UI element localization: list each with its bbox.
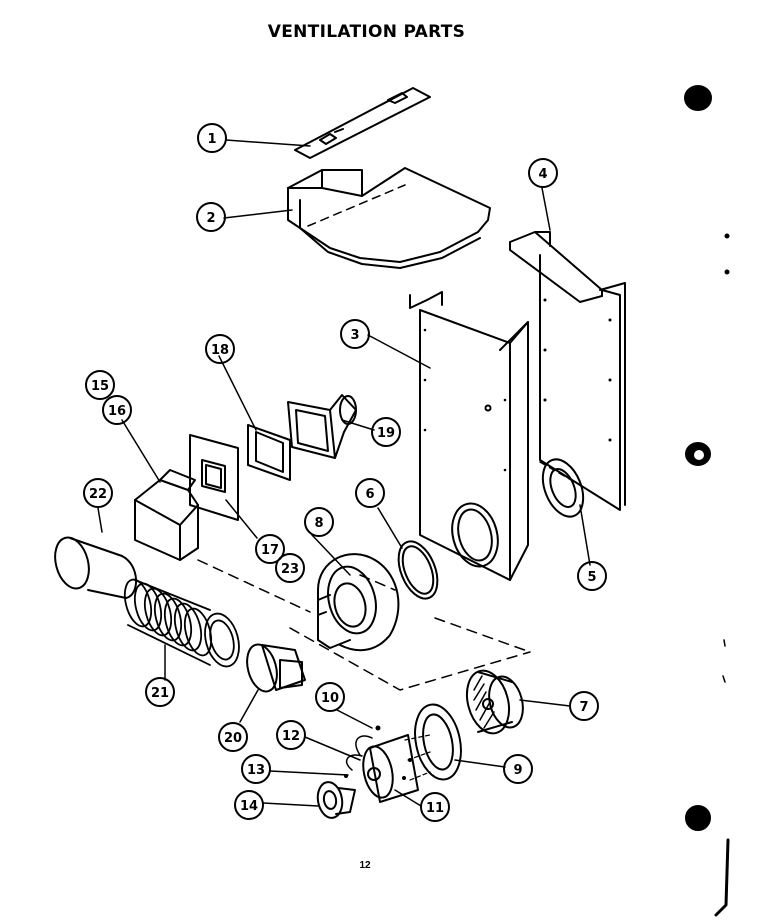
leader-lines <box>97 139 591 807</box>
callout-label-13: 13 <box>247 763 265 778</box>
callout-label-18: 18 <box>211 343 229 358</box>
callout-label-14: 14 <box>240 799 258 814</box>
callout-label-2: 2 <box>206 211 215 226</box>
callout-label-8: 8 <box>314 516 323 531</box>
mounting-plate <box>189 434 239 521</box>
callout-label-3: 3 <box>350 328 359 343</box>
callout-label-6: 6 <box>365 487 374 502</box>
callout-label-22: 22 <box>89 487 107 502</box>
callout-label-7: 7 <box>579 700 588 715</box>
binder-hole-marks <box>684 85 730 917</box>
blower-ring-seal <box>397 540 439 600</box>
callout-label-20: 20 <box>224 731 242 746</box>
page-number: 12 <box>359 860 371 871</box>
callout-label-16: 16 <box>108 404 126 419</box>
blower-motor <box>344 725 431 803</box>
alignment-lines <box>197 559 531 691</box>
motor-end-bracket <box>316 781 356 819</box>
callout-label-1: 1 <box>207 132 216 147</box>
callout-label-21: 21 <box>151 686 169 701</box>
page-title: VENTILATION PARTS <box>267 22 466 42</box>
callout-label-12: 12 <box>282 729 300 744</box>
flexible-hose <box>123 578 240 668</box>
top-duct-housing <box>287 167 491 269</box>
rear-ring-gasket <box>541 458 585 518</box>
transition-adapter <box>287 394 357 459</box>
callout-label-17: 17 <box>261 543 279 558</box>
cylinder-sleeve <box>54 536 138 599</box>
callout-label-4: 4 <box>538 167 547 182</box>
motor-mounting-plate <box>414 703 462 781</box>
square-gasket <box>247 424 291 481</box>
rear-back-panel <box>509 231 626 511</box>
callout-label-11: 11 <box>426 801 444 816</box>
top-cover-plate <box>294 87 431 159</box>
callout-label-9: 9 <box>513 763 522 778</box>
blower-housing <box>317 553 400 652</box>
callout-label-10: 10 <box>321 691 339 706</box>
callout-label-15: 15 <box>91 379 109 394</box>
callout-label-19: 19 <box>377 426 395 441</box>
callout-label-5: 5 <box>587 570 596 585</box>
callout-label-23: 23 <box>281 562 299 577</box>
front-duct-panel <box>409 291 529 581</box>
callout-circles <box>83 123 607 822</box>
elbow-duct <box>134 469 199 561</box>
duct-collar <box>246 643 306 693</box>
callout-labels: 1 2 3 4 5 6 7 8 9 10 11 12 13 14 15 16 1… <box>89 132 597 816</box>
blower-wheel <box>465 669 524 735</box>
